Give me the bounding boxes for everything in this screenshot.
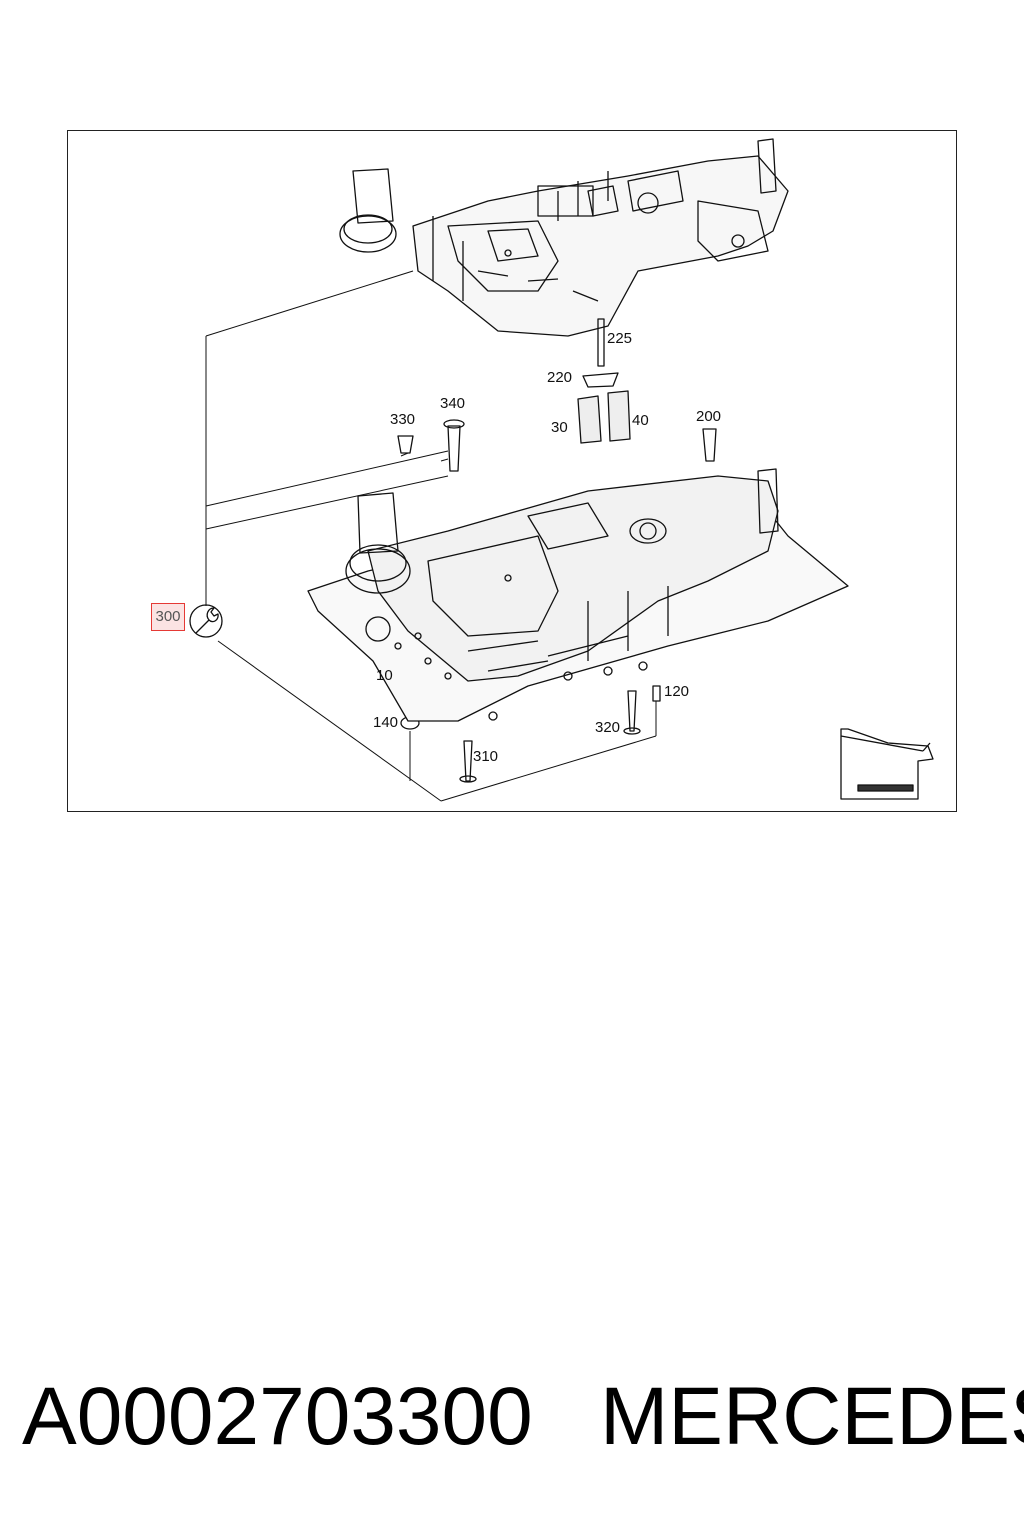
lower-valve-body: [307, 468, 849, 722]
exploded-view-drawing: [189, 138, 934, 802]
callout-310: 310: [473, 748, 499, 765]
highlighted-callout-300[interactable]: 300: [151, 603, 185, 631]
part-number: A0002703300: [22, 1371, 533, 1462]
callout-220: 220: [547, 369, 573, 386]
callout-120: 120: [664, 683, 690, 700]
callout-225: 225: [607, 330, 633, 347]
callout-10: 10: [376, 667, 393, 684]
callout-200: 200: [696, 408, 722, 425]
upper-valve-body: [339, 138, 789, 337]
wrench-icon: [189, 604, 223, 638]
callout-40: 40: [632, 412, 649, 429]
brand-name: MERCEDES: [600, 1371, 1024, 1462]
transmission-thumbnail: [840, 728, 934, 800]
callout-320: 320: [595, 719, 621, 736]
leader-lines: [205, 270, 657, 802]
callout-140: 140: [373, 714, 399, 731]
callout-340: 340: [440, 395, 466, 412]
small-parts: [397, 318, 717, 783]
callout-30: 30: [551, 419, 568, 436]
diagram-frame: 10 30 40 120 140 200 220 225 310 320 330…: [67, 130, 957, 812]
callout-330: 330: [390, 411, 416, 428]
